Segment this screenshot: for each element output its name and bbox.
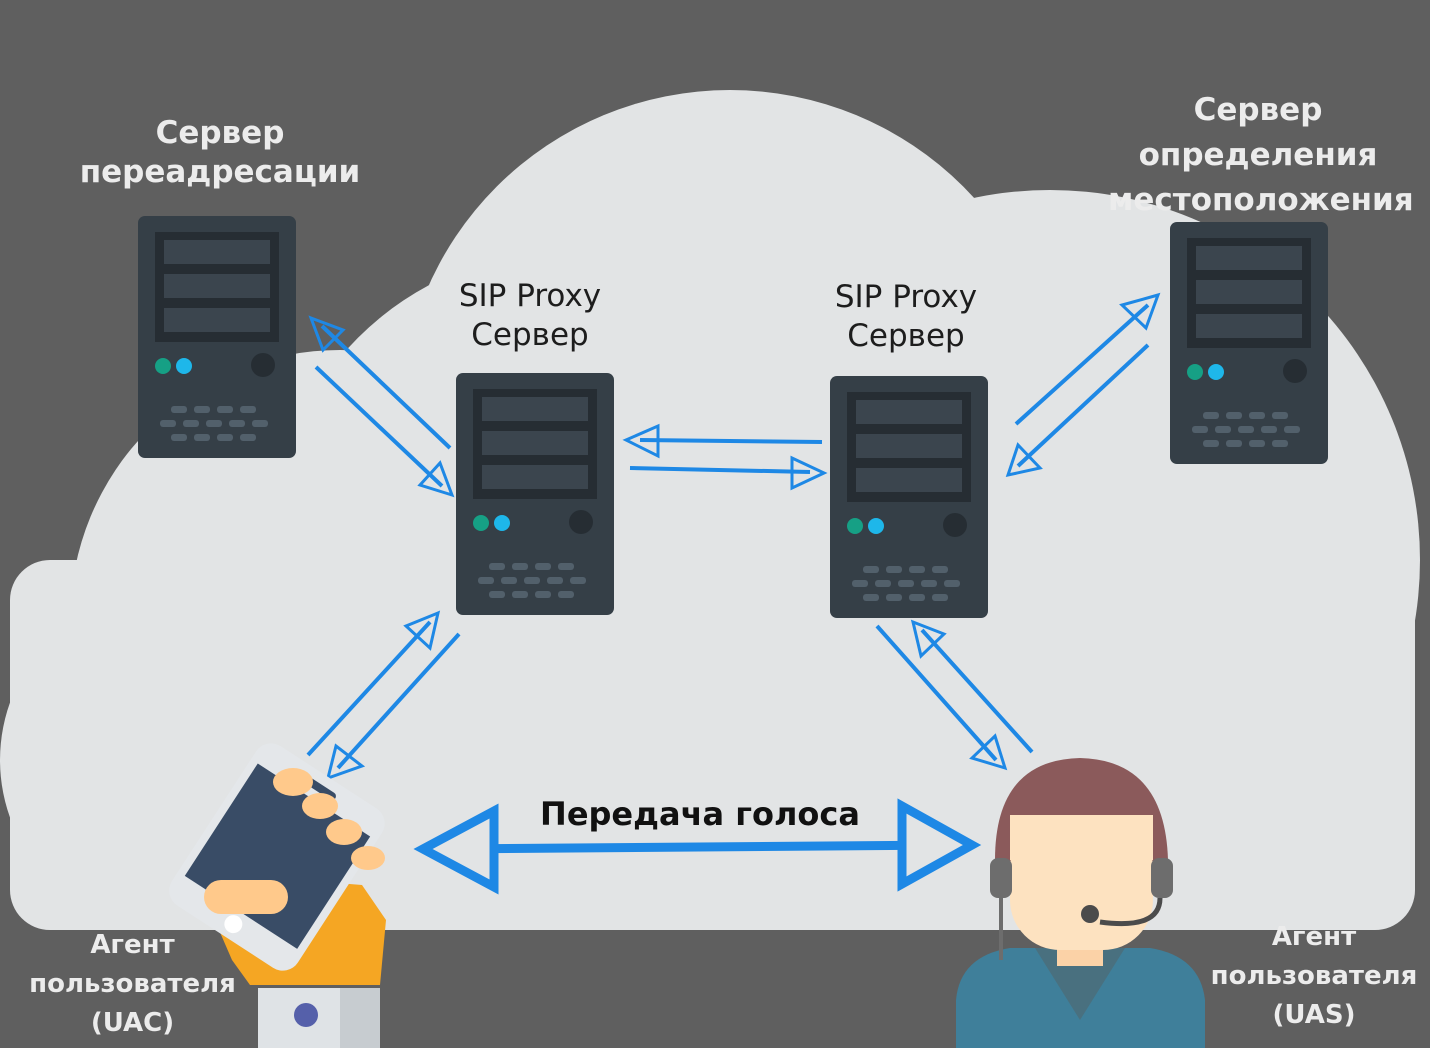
arrow-proxy-to-location <box>1014 292 1161 426</box>
arrow-uas-to-proxy <box>910 619 1034 754</box>
arrow-proxy-to-uac <box>325 632 461 781</box>
redirect-server-icon <box>138 216 296 458</box>
proxy-server-left-icon <box>456 373 614 615</box>
arrow-uac-to-proxy <box>306 610 441 757</box>
uac-label: Агент пользователя (UAC) <box>29 930 236 1038</box>
redirect-server-label: Сервер переадресации <box>79 115 361 191</box>
proxy-left-label: SIP Proxy Сервер <box>458 278 602 354</box>
location-server-label: Сервер определения местоположения <box>1108 92 1414 218</box>
arrow-proxy-right-to-left <box>622 423 823 459</box>
arrow-proxy-left-to-right <box>629 455 828 491</box>
arrow-location-to-proxy <box>1005 343 1150 478</box>
proxy-server-right-icon <box>830 376 988 618</box>
smartphone-in-hand-icon <box>169 743 386 1048</box>
voice-double-arrow <box>413 798 982 895</box>
voice-transmission-label: Передача голоса <box>540 795 860 833</box>
arrow-redirect-to-proxy <box>314 365 455 498</box>
uas-label: Агент пользователя (UAS) <box>1210 922 1418 1030</box>
operator-headset-icon <box>956 758 1205 1048</box>
arrow-proxy-to-uas <box>875 624 1008 771</box>
proxy-right-label: SIP Proxy Сервер <box>834 279 978 355</box>
location-server-icon <box>1170 222 1328 464</box>
arrow-proxy-to-redirect <box>308 315 452 450</box>
